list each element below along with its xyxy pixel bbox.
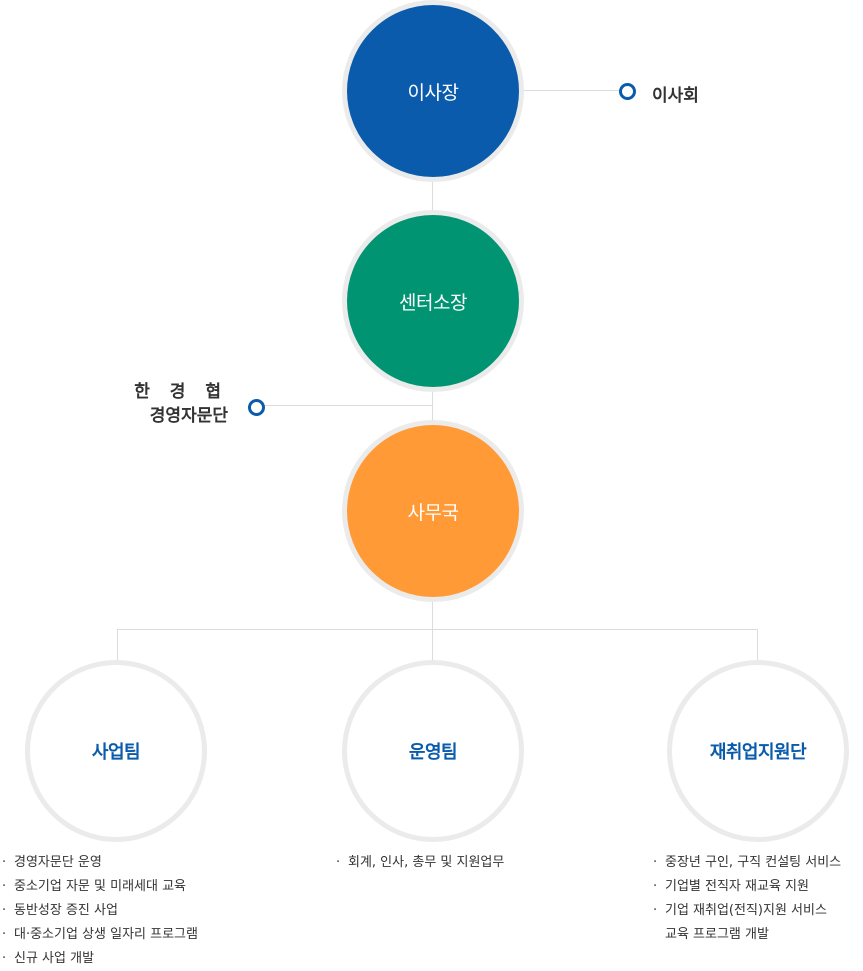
duty-item: 경영자문단 운영: [0, 851, 198, 875]
connector-chairman-board: [520, 90, 620, 91]
connector-secretariat-down: [432, 595, 433, 630]
duty-list-operations: 회계, 인사, 총무 및 지원업무: [334, 851, 504, 875]
duty-item: 중장년 구인, 구직 컨설팅 서비스: [651, 851, 841, 875]
connector-team-2: [432, 629, 433, 665]
duty-list-reemployment: 중장년 구인, 구직 컨설팅 서비스 기업별 전직자 재교육 지원 기업 재취업…: [651, 851, 841, 947]
connector-advisory: [264, 405, 432, 406]
team-node-business: 사업팀: [25, 660, 207, 842]
duty-item: 신규 사업 개발: [0, 947, 198, 971]
duty-item: 중소기업 자문 및 미래세대 교육: [0, 875, 198, 899]
connector-team-1: [117, 629, 118, 665]
advisory-label: 한 경 협 경영자문단: [134, 380, 228, 428]
team-label: 운영팀: [408, 742, 458, 763]
duty-item: 동반성장 증진 사업: [0, 899, 198, 923]
advisory-marker-icon: [248, 399, 265, 416]
duty-item: 회계, 인사, 총무 및 지원업무: [334, 851, 504, 875]
team-label: 사업팀: [91, 742, 141, 763]
advisory-line2: 경영자문단: [149, 406, 228, 426]
connector-director-secretariat: [432, 385, 433, 435]
connector-team-horizontal: [117, 629, 758, 630]
team-node-reemployment: 재취업지원단: [667, 660, 849, 842]
chairman-node: 이사장: [342, 0, 524, 182]
duty-item: 대·중소기업 상생 일자리 프로그램: [0, 923, 198, 947]
director-label: 센터소장: [399, 291, 467, 314]
duty-item: 기업 재취업(전직)지원 서비스: [651, 899, 841, 923]
duty-item: 교육 프로그램 개발: [665, 927, 769, 942]
connector-team-3: [757, 629, 758, 665]
duty-list-business: 경영자문단 운영 중소기업 자문 및 미래세대 교육 동반성장 증진 사업 대·…: [0, 851, 198, 971]
team-label: 재취업지원단: [709, 742, 807, 763]
secretariat-label: 사무국: [407, 501, 459, 524]
director-node: 센터소장: [342, 210, 524, 392]
connector-chairman-director: [432, 170, 433, 230]
board-label: 이사회: [652, 86, 699, 106]
advisory-line1: 한 경 협: [134, 382, 228, 402]
duty-item: 기업별 전직자 재교육 지원: [651, 875, 841, 899]
team-node-operations: 운영팀: [342, 660, 524, 842]
secretariat-node: 사무국: [342, 420, 524, 602]
chairman-label: 이사장: [407, 81, 459, 104]
board-marker-icon: [619, 83, 636, 100]
